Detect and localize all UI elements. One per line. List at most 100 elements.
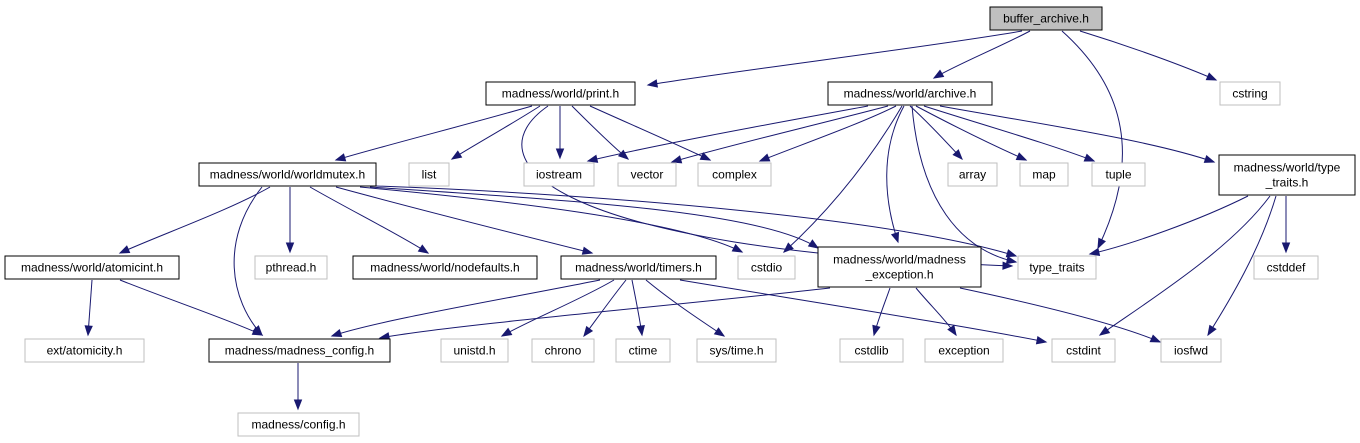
edge-archive-to-iostream	[586, 105, 869, 163]
edge-worldmutex-to-atomicint	[118, 186, 271, 254]
node-label: madness/world/madness	[833, 253, 966, 267]
node-archive[interactable]: madness/world/archive.h	[827, 81, 993, 106]
edge-timers-to-cstdint	[679, 279, 1048, 345]
node-label: cstring	[1232, 87, 1267, 101]
edge-archive-to-cstdio	[782, 105, 903, 253]
node-label: cstdio	[751, 261, 783, 275]
edge-worldmutex-to-timers	[335, 186, 594, 255]
node-tuple: tuple	[1091, 162, 1146, 187]
edge-print-to-iostream	[555, 106, 565, 160]
node-label: iosfwd	[1174, 344, 1208, 358]
node-list: list	[408, 162, 450, 187]
node-label: madness/world/type	[1234, 161, 1341, 175]
node-label: pthread.h	[266, 261, 317, 275]
edge-print-to-complex	[589, 105, 712, 161]
edge-madness_config-to-config	[293, 363, 303, 411]
node-label: map	[1032, 168, 1056, 182]
node-cstring: cstring	[1219, 81, 1281, 106]
node-map: map	[1019, 162, 1069, 187]
edge-timers-to-unistd	[500, 279, 615, 337]
node-madness-config[interactable]: madness/madness_config.h	[208, 338, 391, 363]
node-cstdint: cstdint	[1051, 338, 1116, 363]
node-label: sys/time.h	[709, 344, 763, 358]
node-label: complex	[712, 168, 757, 182]
edge-madness_exception-to-cstdlib	[872, 287, 891, 337]
node-pthread: pthread.h	[254, 255, 328, 280]
edge-atomicint-to-madness_config	[119, 279, 264, 336]
node-worldmutex[interactable]: madness/world/worldmutex.h	[198, 162, 377, 187]
node-label: array	[959, 168, 986, 182]
node-label: vector	[631, 168, 664, 182]
node-print[interactable]: madness/world/print.h	[485, 81, 636, 106]
node-label: type_traits	[1029, 261, 1084, 275]
edge-type_traits_h-to-cstddef	[1281, 196, 1291, 254]
node-label: madness/madness_config.h	[225, 344, 374, 358]
edge-archive-to-tuple	[923, 105, 1096, 162]
node-label: buffer_archive.h	[1003, 12, 1089, 26]
edge-print-to-worldmutex	[334, 105, 533, 162]
edge-archive-to-map	[915, 105, 1028, 161]
node-label: madness/config.h	[251, 418, 345, 432]
node-buffer-archive[interactable]: buffer_archive.h	[989, 6, 1103, 31]
edge-archive-to-type_traits_h	[939, 105, 1216, 163]
node-ext-atomicity: ext/atomicity.h	[24, 338, 145, 363]
node-cstddef: cstddef	[1253, 255, 1319, 280]
edge-type_traits_h-to-type_traits	[1088, 195, 1249, 257]
node-sys-time: sys/time.h	[696, 338, 777, 363]
node-config: madness/config.h	[237, 412, 360, 437]
edge-timers-to-chrono	[583, 279, 627, 338]
node-cstdlib: cstdlib	[839, 338, 904, 363]
edge-timers-to-madness_config	[330, 279, 601, 338]
edge-timers-to-sys_time	[645, 279, 726, 337]
edge-archive-to-array	[909, 105, 963, 161]
edge-archive-to-complex	[758, 105, 897, 162]
edge-type_traits_h-to-iosfwd	[1207, 195, 1277, 337]
node-label: iostream	[536, 168, 582, 182]
edge-madness_exception-to-madness_config	[378, 287, 831, 341]
edge-worldmutex-to-cstdio	[359, 186, 744, 253]
edge-type_traits_h-to-cstdint	[1098, 195, 1271, 336]
node-label: cstddef	[1267, 261, 1306, 275]
node-label: _traits.h	[1265, 176, 1309, 190]
edge-madness_exception-to-iosfwd	[959, 287, 1162, 343]
node-label: madness/world/timers.h	[575, 261, 702, 275]
node-label: madness/world/atomicint.h	[21, 261, 163, 275]
edge-buffer_archive-to-cstring	[1079, 30, 1218, 81]
node-label: cstdlib	[854, 344, 888, 358]
node-label: list	[422, 168, 437, 182]
node-label: tuple	[1105, 168, 1131, 182]
node-label: cstdint	[1066, 344, 1101, 358]
node-cstdio: cstdio	[737, 255, 796, 280]
node-array: array	[947, 162, 998, 187]
node-unistd: unistd.h	[440, 338, 509, 363]
node-chrono: chrono	[531, 338, 595, 363]
node-nodefaults[interactable]: madness/world/nodefaults.h	[352, 255, 538, 280]
edges-layer	[84, 30, 1291, 411]
node-atomicint[interactable]: madness/world/atomicint.h	[4, 255, 180, 280]
edge-buffer_archive-to-archive	[932, 30, 1031, 79]
node-label: ctime	[629, 344, 658, 358]
edge-buffer_archive-to-type_traits	[1061, 30, 1123, 250]
edge-timers-to-ctime	[631, 279, 645, 337]
node-type-traits: type_traits	[1017, 255, 1097, 280]
node-label: madness/world/archive.h	[844, 87, 977, 101]
edge-madness_exception-to-exception	[915, 287, 957, 337]
node-timers[interactable]: madness/world/timers.h	[560, 255, 717, 280]
node-label: exception	[938, 344, 989, 358]
edge-worldmutex-to-pthread	[285, 187, 295, 254]
edge-print-to-vector	[571, 105, 630, 160]
edge-worldmutex-to-madness_exception	[369, 186, 820, 249]
edge-atomicint-to-ext_atomicity	[84, 279, 93, 337]
node-type-traits-h[interactable]: madness/world/type_traits.h	[1218, 154, 1356, 196]
node-label: chrono	[545, 344, 582, 358]
edge-buffer_archive-to-print	[646, 30, 1023, 88]
node-label: madness/world/print.h	[502, 87, 619, 101]
node-madness-exception[interactable]: madness/world/madness_exception.h	[817, 246, 982, 288]
edge-print-to-list	[450, 105, 541, 160]
node-exception: exception	[924, 338, 1004, 363]
node-complex: complex	[697, 162, 772, 187]
edge-print-to-type_traits	[521, 105, 1014, 270]
node-iosfwd: iosfwd	[1160, 338, 1222, 363]
nodes-layer: buffer_archive.h madness/world/print.h mad…	[4, 6, 1356, 437]
